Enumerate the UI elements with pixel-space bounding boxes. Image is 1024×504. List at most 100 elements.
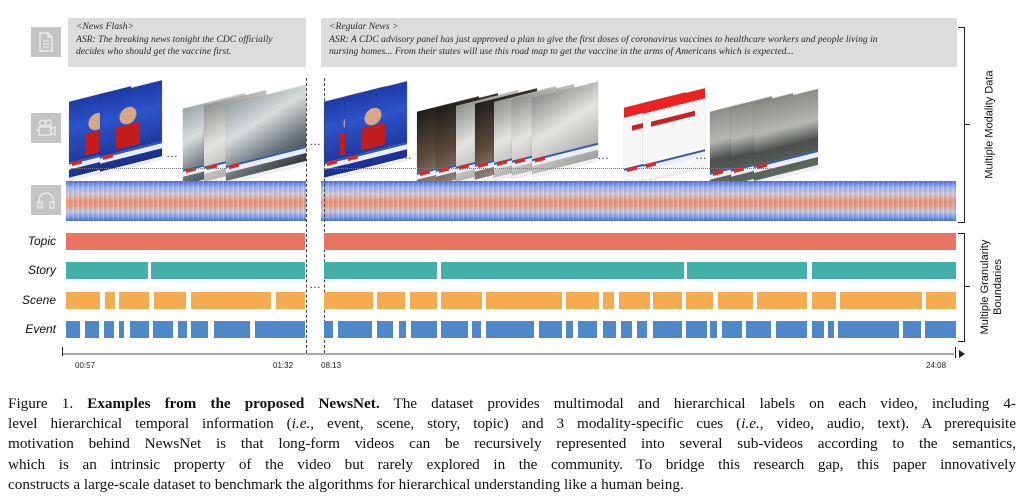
segment-event	[902, 321, 922, 338]
asr-box-news-flash: <News Flash> ASR: The breaking news toni…	[68, 18, 306, 67]
segment-event	[411, 321, 438, 338]
segment-event	[838, 321, 900, 338]
segment-story	[687, 262, 807, 279]
tick-label: 08:13	[321, 361, 342, 370]
audio-spectrogram	[66, 181, 306, 221]
segment-event	[602, 321, 616, 338]
caption-text: The dataset provides multimodal and hier…	[393, 395, 1016, 412]
caption-line: constructs a large-scale dataset to benc…	[8, 475, 684, 493]
time-gap-separator	[306, 78, 307, 353]
axis-arrow-icon	[959, 350, 965, 358]
caption-line: which is an intrinsic property of the vi…	[8, 455, 1016, 473]
segment-event	[636, 321, 647, 338]
frames-ellipsis: …	[166, 146, 179, 160]
segment-scene	[324, 292, 374, 309]
segment-event	[440, 321, 469, 338]
segment-event	[827, 321, 835, 338]
caption-line: motivation behind NewsNet is that long-f…	[8, 435, 1016, 453]
segment-event	[538, 321, 563, 338]
segment-scene	[619, 292, 651, 309]
granularity-bracket-tick	[965, 286, 970, 288]
segment-event	[190, 321, 208, 338]
axis-end-tick	[955, 347, 957, 358]
tick-label: 00:57	[75, 361, 96, 370]
modality-bracket	[958, 27, 965, 223]
asr-line: ASR: The breaking news tonight the CDC o…	[76, 33, 273, 45]
segment-event	[578, 321, 598, 338]
segment-event	[746, 321, 771, 338]
asr-line: nursing homes... From their states will …	[329, 46, 794, 57]
audio-spectrogram	[321, 181, 956, 221]
video-camera-icon	[31, 113, 61, 143]
tick-label: 24:08	[926, 361, 947, 370]
row-label-story: Story	[27, 263, 56, 277]
segment-scene	[566, 292, 599, 309]
document-icon	[31, 27, 61, 57]
video-frame-room	[532, 81, 598, 178]
segment-story	[324, 262, 438, 279]
asr-tag: <Regular News >	[329, 21, 399, 32]
segment-scene	[686, 292, 714, 309]
caption-title: Examples from the proposed NewsNet.	[87, 395, 380, 412]
segment-scene	[440, 292, 482, 309]
frames-baseline	[71, 168, 227, 169]
segment-scene	[66, 292, 100, 309]
tick-label: 01:32	[273, 361, 294, 370]
segment-scene	[276, 292, 305, 309]
segment-event	[710, 321, 718, 338]
frames-ellipsis: …	[400, 148, 413, 162]
segment-event	[104, 321, 115, 338]
segment-event	[485, 321, 534, 338]
time-axis	[62, 353, 954, 355]
segment-event	[66, 321, 81, 338]
segment-scene	[190, 292, 272, 309]
frames-baseline	[324, 168, 776, 169]
segment-event	[119, 321, 125, 338]
caption-figure-number: Figure 1.	[8, 395, 74, 412]
time-gap-separator	[324, 78, 325, 353]
segment-scene	[602, 292, 615, 309]
segment-scene	[153, 292, 186, 309]
segment-event	[653, 321, 682, 338]
segment-event	[471, 321, 481, 338]
frames-ellipsis: …	[597, 148, 610, 162]
segment-story	[151, 262, 305, 279]
segment-scene	[485, 292, 563, 309]
segment-scene	[839, 292, 922, 309]
segment-story	[440, 262, 685, 279]
segment-scene	[377, 292, 405, 309]
segment-scene	[104, 292, 115, 309]
segment-event	[255, 321, 305, 338]
gap-ellipsis: …	[309, 134, 322, 148]
segment-event	[399, 321, 407, 338]
caption-ie: i.e.	[741, 415, 760, 433]
segment-event	[686, 321, 707, 338]
segment-scene	[409, 292, 438, 309]
segment-event	[566, 321, 573, 338]
row-label-scene: Scene	[21, 293, 56, 307]
caption-ie: i.e.	[291, 415, 311, 433]
row-label-topic: Topic	[27, 234, 56, 248]
frames-ellipsis: …	[695, 148, 708, 162]
segment-topic	[66, 233, 305, 250]
segment-event	[925, 321, 956, 338]
caption-text: , event, scene, story, topic) and 3 moda…	[310, 415, 742, 433]
caption-text: , video, audio, text). A prerequisite	[759, 415, 1017, 433]
asr-box-regular-news: <Regular News > ASR: A CDC advisory pane…	[321, 18, 957, 67]
asr-line: decides who should get the vaccine first…	[76, 46, 232, 57]
segment-event	[178, 321, 187, 338]
segment-event	[324, 321, 333, 338]
video-frame-anchor	[100, 80, 162, 175]
gap-ellipsis: …	[309, 277, 322, 291]
segment-event	[775, 321, 807, 338]
segment-event	[130, 321, 149, 338]
axis-start-tick	[62, 347, 64, 356]
segment-scene	[717, 292, 754, 309]
granularity-label-line1: Multiple Granularity	[979, 239, 991, 335]
modality-bracket-tick	[965, 124, 970, 126]
segment-scene	[653, 292, 682, 309]
segment-event	[621, 321, 632, 338]
video-frame-anchor	[345, 81, 407, 176]
segment-event	[811, 321, 824, 338]
granularity-label: Multiple Granularity Boundaries	[979, 232, 1005, 342]
